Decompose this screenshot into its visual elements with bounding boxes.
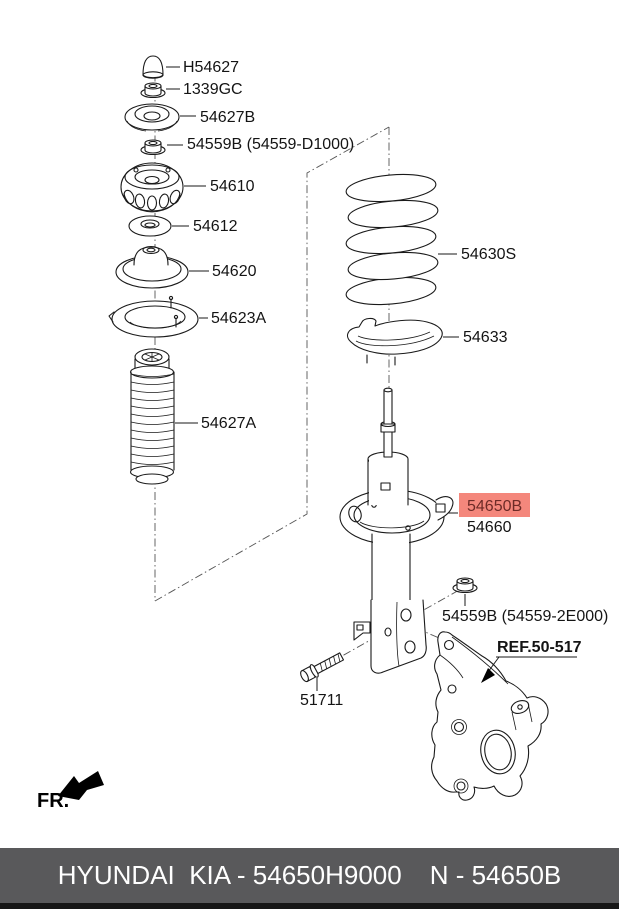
fr-label: FR. [37,790,69,812]
part-label-54610[interactable]: 54610 [210,178,255,195]
spring-pad-drawing [347,317,443,366]
footer-part-code: N - 54650B [429,860,562,890]
part-label-54559b-2e000[interactable]: 54559B (54559-2E000) [442,608,608,625]
part-label-1339gc[interactable]: 1339GC [183,81,243,98]
exploded-parts-diagram: H54627 1339GC 54627B 54559B (54559-D1000… [37,55,608,812]
spring-seat-drawing [108,295,199,338]
strut-drawing [339,387,454,674]
part-label-54660[interactable]: 54660 [467,519,512,536]
bolt-drawing [300,652,345,683]
part-label-54627b[interactable]: 54627B [200,109,255,126]
spring-insulator-drawing [115,245,189,289]
part-label-54650b-highlighted[interactable]: 54650B [467,498,522,515]
nut-54559b-drawing [140,139,166,156]
footer-bar: HYUNDAI KIA - 54650H9000 N - 54650B [0,848,619,903]
fr-indicator: FR. [37,771,104,812]
part-label-54627a[interactable]: 54627A [201,415,256,432]
part-label-54633[interactable]: 54633 [463,329,508,346]
part-labels: H54627 1339GC 54627B 54559B (54559-D1000… [183,59,608,709]
coil-spring-drawing [345,173,439,306]
part-label-54612[interactable]: 54612 [193,218,238,235]
footer-bottom-strip [0,903,619,909]
washer-drawing [128,215,172,237]
part-label-54630s[interactable]: 54630S [461,246,516,263]
strut-mount-drawing [120,162,184,213]
insulator-cap-drawing [124,103,180,132]
part-label-54559b-d1000[interactable]: 54559B (54559-D1000) [187,136,354,153]
dust-cover-drawing [129,348,175,485]
knuckle-drawing [431,631,549,801]
ref-label-50-517[interactable]: REF.50-517 [497,639,582,656]
nut-1339gc-drawing [140,82,166,99]
cap-drawing [142,55,164,79]
leader-lines [166,66,577,691]
part-label-54620[interactable]: 54620 [212,263,257,280]
fr-arrow-icon [58,771,104,800]
part-label-51711[interactable]: 51711 [300,692,343,709]
highlight-box [459,493,530,517]
footer-catalog-code: HYUNDAI KIA - 54650H9000 [57,860,402,890]
part-label-54623a[interactable]: 54623A [211,310,266,327]
nut-54559b-2e000-drawing [452,577,478,594]
part-label-h54627[interactable]: H54627 [183,59,239,76]
